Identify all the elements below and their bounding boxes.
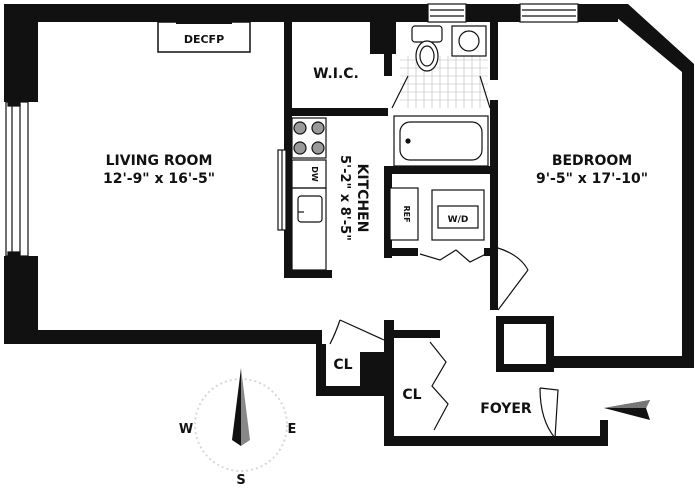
- tile-floor: [400, 56, 488, 108]
- washer-dryer: W/D: [431, 189, 485, 241]
- dishwasher: DW: [291, 159, 327, 189]
- toilet-icon: [411, 25, 443, 72]
- fireplace-label: DECFP: [184, 33, 224, 46]
- bedroom-dims: 9'-5" x 17'-10": [536, 171, 648, 187]
- stove-icon: [291, 117, 327, 159]
- wic-label: W.I.C.: [313, 66, 359, 82]
- closet-right-label: CL: [402, 387, 421, 403]
- living-room-name: LIVING ROOM: [106, 153, 213, 169]
- bathtub-icon: [393, 115, 489, 167]
- refrigerator-label: REF: [402, 205, 411, 222]
- bedroom-name: BEDROOM: [552, 153, 632, 169]
- closet-left-label: CL: [333, 357, 352, 373]
- dishwasher-label: DW: [310, 166, 319, 182]
- compass-south: S: [236, 473, 245, 488]
- living-room-dims: 12'-9" x 16'-5": [103, 171, 215, 187]
- kitchen-name: KITCHEN: [354, 164, 370, 233]
- walls: [4, 4, 694, 446]
- kitchen-sink-icon: [297, 195, 323, 223]
- refrigerator: REF: [389, 187, 419, 241]
- foyer-label: FOYER: [480, 401, 532, 417]
- bath-sink-icon: [451, 25, 487, 57]
- washer-dryer-label: W/D: [448, 215, 469, 225]
- bathroom: [391, 25, 491, 167]
- kitchen-dims: 5'-2" x 8'-5": [337, 155, 352, 241]
- room-labels: LIVING ROOM 12'-9" x 16'-5" BEDROOM 9'-5…: [103, 66, 648, 417]
- entry-arrow-icon: [604, 400, 650, 420]
- compass-rose-icon: W E S: [179, 368, 297, 488]
- doors: [329, 247, 559, 439]
- windows: [5, 3, 579, 261]
- compass-west: W: [179, 422, 193, 437]
- fireplace: DECFP: [157, 14, 251, 53]
- compass-east: E: [288, 422, 297, 437]
- kitchen: DW REF W/D: [277, 117, 487, 271]
